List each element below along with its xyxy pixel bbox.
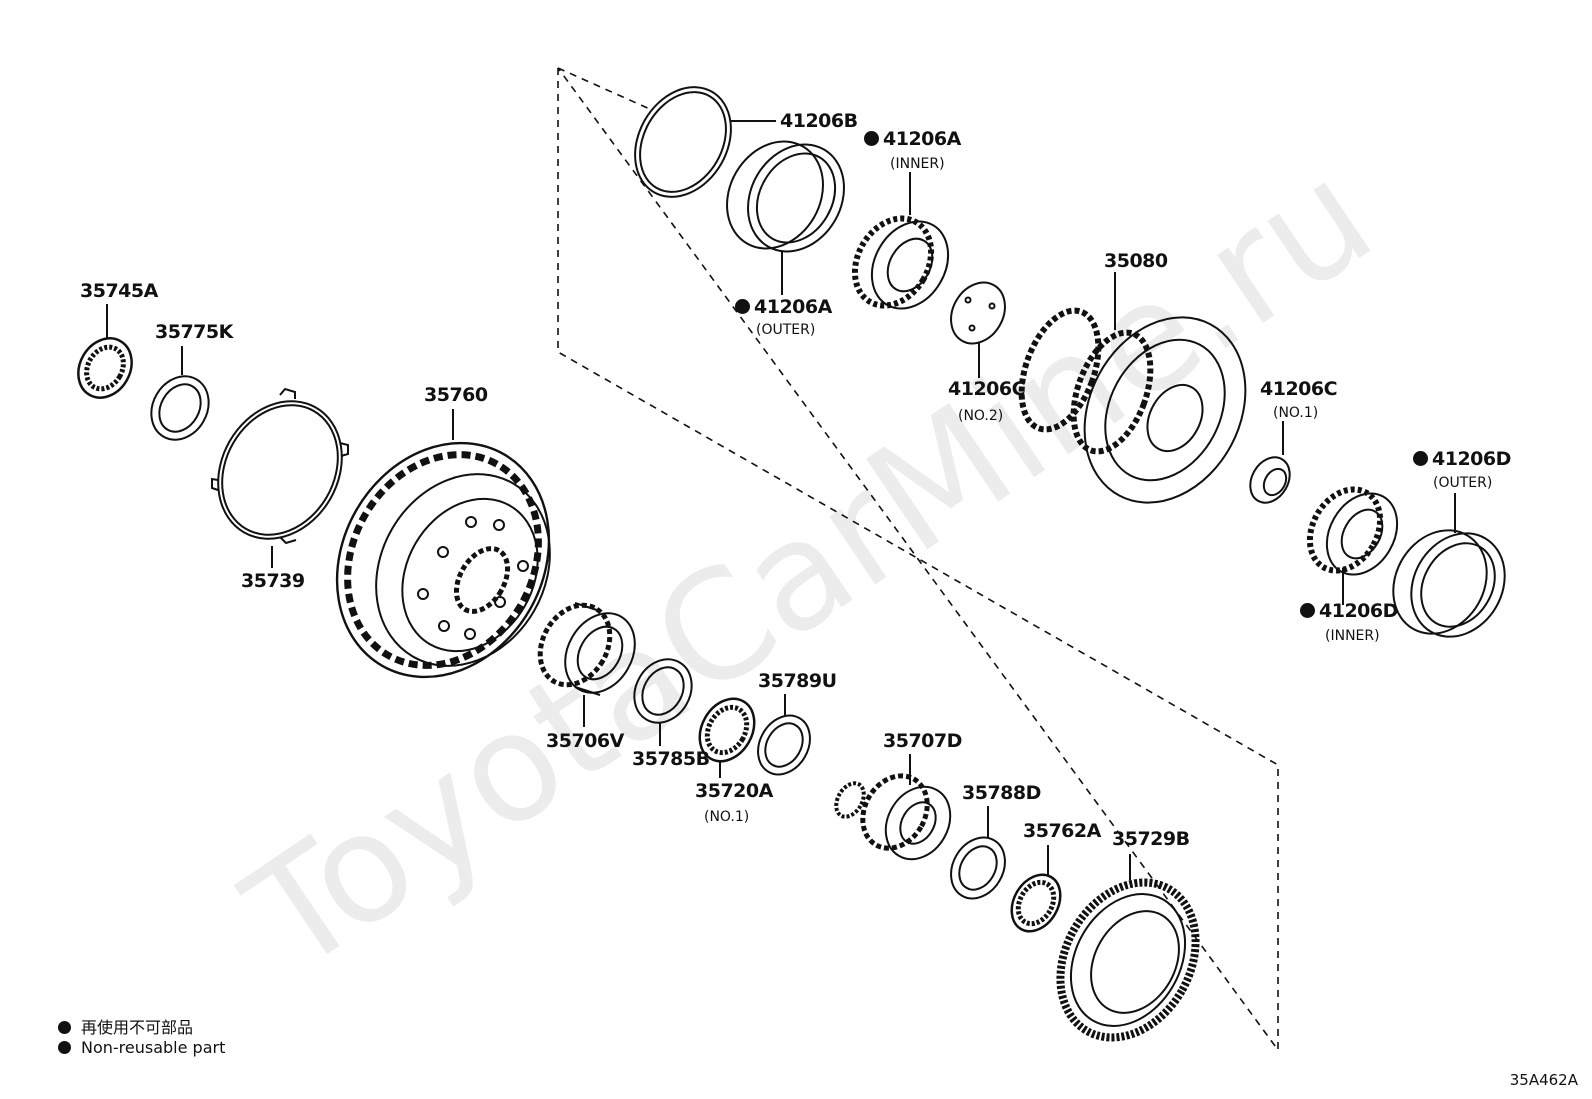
label-41206C-no2: 41206C bbox=[948, 378, 1026, 400]
legend-jp: 再使用不可部品 bbox=[58, 1014, 193, 1038]
label-41206A-outer: 41206A bbox=[735, 296, 832, 318]
label-35729B: 35729B bbox=[1112, 828, 1190, 850]
part-35788D-washer bbox=[950, 806, 1006, 900]
part-41206A-inner-cone bbox=[851, 172, 950, 310]
part-41206B-ring bbox=[634, 86, 776, 198]
label-41206A-inner: 41206A bbox=[864, 128, 961, 150]
label-35080: 35080 bbox=[1104, 250, 1168, 272]
non-reusable-dot-icon bbox=[1300, 603, 1315, 618]
label-35775K: 35775K bbox=[155, 321, 233, 343]
legend-en: Non-reusable part bbox=[58, 1038, 225, 1057]
non-reusable-dot-icon bbox=[58, 1041, 71, 1054]
part-35706V-gear bbox=[537, 602, 636, 727]
label-35788D: 35788D bbox=[962, 782, 1041, 804]
part-41206D-outer-race bbox=[1392, 493, 1506, 638]
label-35789U: 35789U bbox=[758, 670, 837, 692]
sublabel-35720A: (NO.1) bbox=[704, 809, 750, 825]
sublabel-41206D-inner: (INNER) bbox=[1325, 628, 1380, 644]
label-41206C-no1: 41206C bbox=[1260, 378, 1338, 400]
label-35720A: 35720A bbox=[695, 780, 773, 802]
sublabel-41206D-outer: (OUTER) bbox=[1433, 475, 1493, 491]
part-35762A-bearing bbox=[1010, 845, 1062, 933]
non-reusable-dot-icon bbox=[735, 299, 750, 314]
part-41206C-no1 bbox=[1249, 421, 1291, 504]
part-35080-gear bbox=[1018, 272, 1247, 504]
part-35789U-washer bbox=[757, 694, 811, 776]
part-41206C-no2 bbox=[950, 281, 1006, 378]
label-35760: 35760 bbox=[424, 384, 488, 406]
part-41206A-outer-race bbox=[726, 140, 845, 295]
label-41206D-outer: 41206D bbox=[1413, 448, 1511, 470]
label-35785B: 35785B bbox=[632, 748, 710, 770]
label-41206B: 41206B bbox=[780, 110, 858, 132]
sublabel-41206C-no2: (NO.2) bbox=[958, 408, 1004, 424]
diagram-code: 35A462A bbox=[1509, 1071, 1578, 1089]
part-35707D-shaft-gear bbox=[834, 754, 952, 861]
label-35706V: 35706V bbox=[546, 730, 624, 752]
part-35760-planetary-gear bbox=[335, 409, 551, 679]
label-35739: 35739 bbox=[241, 570, 305, 592]
non-reusable-dot-icon bbox=[58, 1021, 71, 1034]
sublabel-41206A-outer: (OUTER) bbox=[756, 322, 816, 338]
part-35785B-washer bbox=[633, 658, 693, 746]
label-35745A: 35745A bbox=[80, 280, 158, 302]
sublabel-41206C-no1: (NO.1) bbox=[1273, 405, 1319, 421]
part-35729B-ring-gear bbox=[1056, 854, 1200, 1042]
part-35720A-bearing bbox=[698, 697, 756, 778]
non-reusable-dot-icon bbox=[1413, 451, 1428, 466]
part-35775K-washer bbox=[150, 346, 210, 441]
label-35762A: 35762A bbox=[1023, 820, 1101, 842]
subassembly-boundary bbox=[557, 67, 1279, 1053]
part-35739-ring bbox=[211, 387, 349, 568]
sublabel-41206A-inner: (INNER) bbox=[890, 156, 945, 172]
non-reusable-dot-icon bbox=[864, 131, 879, 146]
part-41206D-inner-cone bbox=[1306, 486, 1399, 605]
label-35707D: 35707D bbox=[883, 730, 962, 752]
label-41206D-inner: 41206D bbox=[1300, 600, 1398, 622]
part-35745A-needle-bearing bbox=[77, 304, 133, 399]
